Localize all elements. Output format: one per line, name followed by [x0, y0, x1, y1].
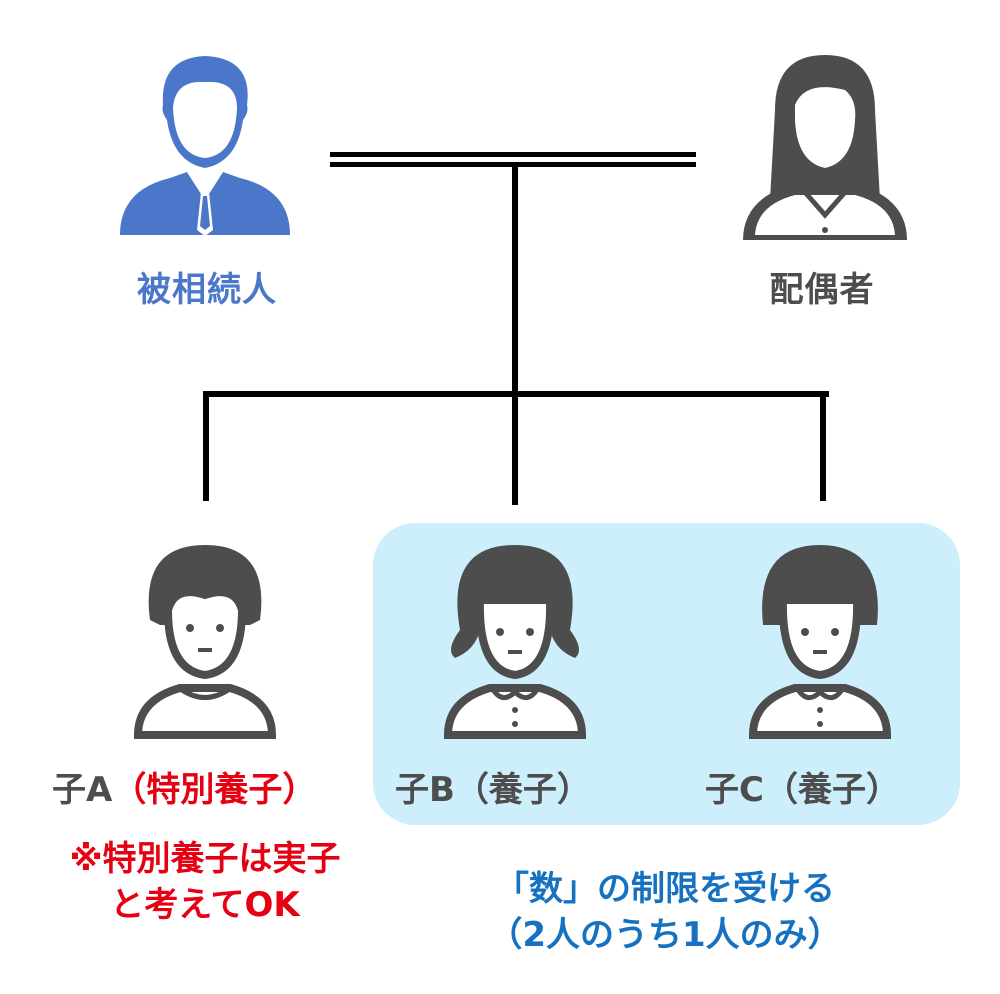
girl-icon [443, 545, 587, 739]
child-c-note: （養子） [763, 770, 900, 810]
child-a-label: 子A（特別養子） [52, 762, 316, 811]
special-note-line1: ※特別養子は実子 [69, 839, 341, 879]
child-a-name: 子A [52, 770, 113, 810]
child-b-label: 子B（養子） [395, 762, 591, 811]
decedent-label: 被相続人 [137, 270, 277, 310]
special-adoption-note: ※特別養子は実子 と考えてOK [69, 836, 340, 928]
man-in-suit-icon [120, 56, 290, 236]
special-note-line2: と考えてOK [110, 885, 300, 925]
marriage-line-top [330, 152, 696, 157]
woman-icon [743, 55, 907, 240]
drop-child-a [203, 391, 209, 501]
descent-line [512, 162, 518, 396]
boy-icon [133, 545, 277, 739]
limit-note-line1: 「数」の制限を受ける [494, 869, 835, 909]
girl-bob-icon [748, 545, 892, 739]
limit-note: 「数」の制限を受ける （2人のうち1人のみ） [488, 866, 841, 958]
spouse-label: 配偶者 [769, 270, 875, 310]
child-b-note: （養子） [454, 770, 591, 810]
child-c-label: 子C（養子） [705, 762, 900, 811]
child-a-note: （特別養子） [112, 770, 317, 810]
drop-child-c [820, 391, 826, 501]
child-c-name: 子C [705, 770, 764, 810]
child-b-name: 子B [395, 770, 455, 810]
drop-child-b [512, 391, 518, 505]
limit-note-line2: （2人のうち1人のみ） [488, 915, 842, 955]
